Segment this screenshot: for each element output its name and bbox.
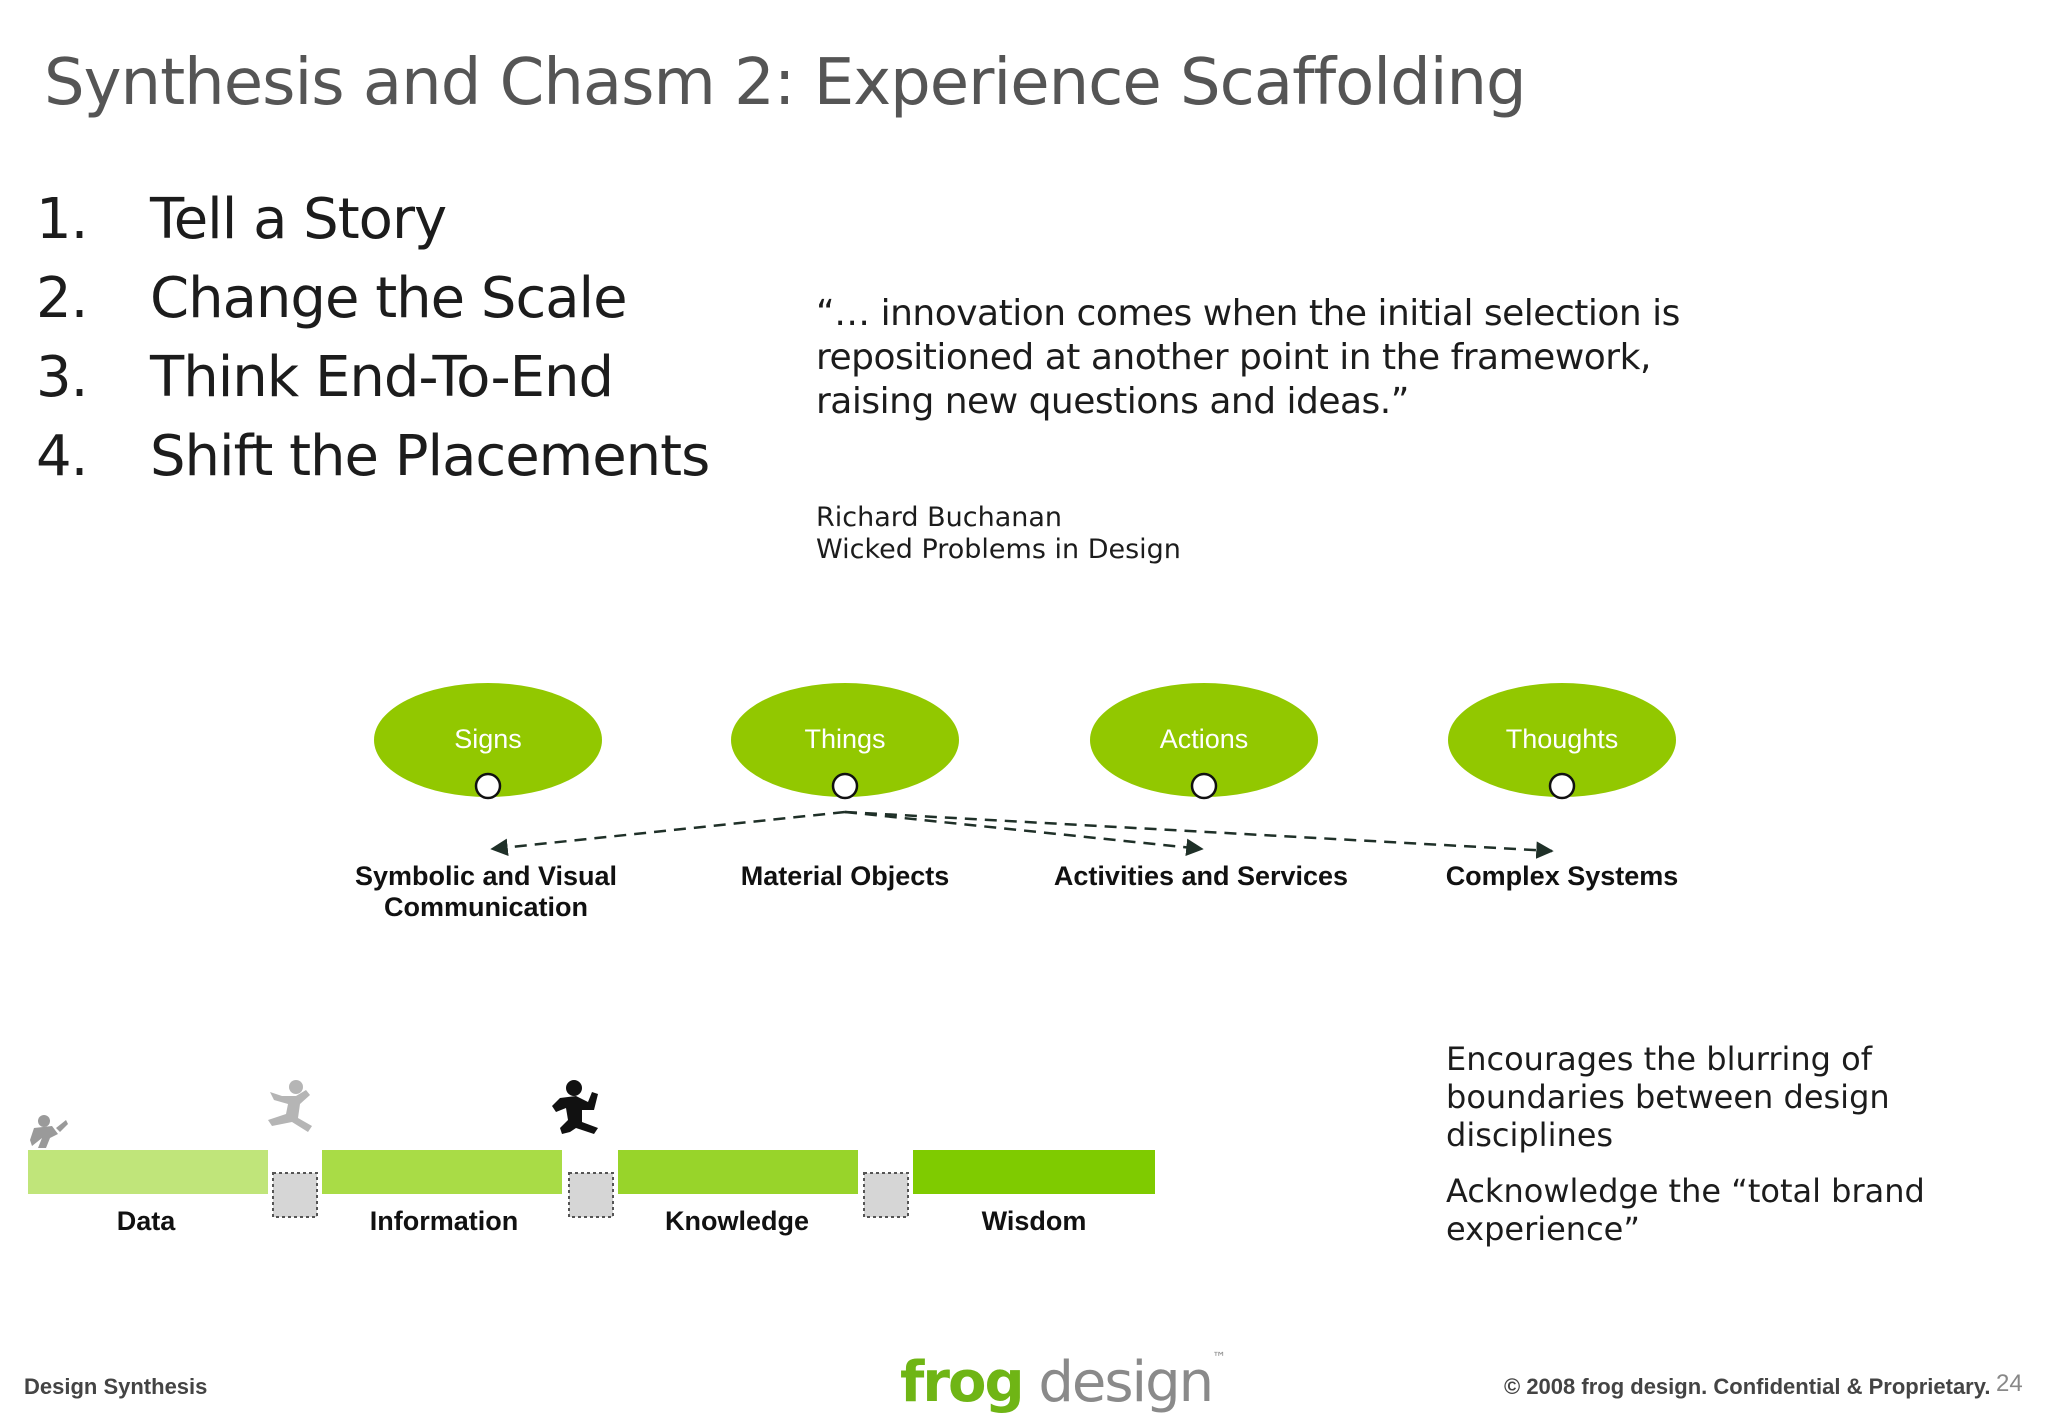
list-item: 3. Think End-To-End <box>36 338 709 417</box>
list-text: Change the Scale <box>150 266 628 331</box>
dikw-bars: Data Information Knowledge Wisdom <box>28 1150 1155 1236</box>
stage-label-information: Information <box>370 1206 519 1236</box>
principles-list: 1. Tell a Story 2. Change the Scale 3. Thin… <box>36 180 710 496</box>
footer-section-name: Design Synthesis <box>24 1374 208 1399</box>
oval-label: Actions <box>1160 724 1249 754</box>
list-item: 4. Shift the Placements <box>36 417 710 496</box>
stage-label-knowledge: Knowledge <box>665 1206 809 1236</box>
logo-frog: frog <box>900 1350 1025 1415</box>
list-text: Tell a Story <box>150 187 447 252</box>
bar-wisdom <box>913 1150 1155 1194</box>
crouching-figure-icon <box>30 1115 68 1148</box>
side-notes: Encourages the blurring of boundaries be… <box>1446 1040 1946 1266</box>
list-number: 3. <box>36 345 88 410</box>
bar-knowledge <box>618 1150 858 1194</box>
oval-label: Things <box>804 724 885 754</box>
frog-design-logo: frog design™ <box>900 1350 1226 1415</box>
jumping-figure-icon <box>268 1080 312 1132</box>
oval-signs: Signs <box>374 683 602 800</box>
list-text: Think End-To-End <box>150 345 614 410</box>
oval-label: Thoughts <box>1506 724 1619 754</box>
list-number: 2. <box>36 266 88 331</box>
quote-text: “… innovation comes when the initial sel… <box>816 293 1680 422</box>
chasm-box <box>568 1172 614 1218</box>
list-item: 1. Tell a Story <box>36 180 709 259</box>
connector-node <box>1190 772 1218 800</box>
chasm-box <box>863 1172 909 1218</box>
arrow-to-signs <box>490 810 846 857</box>
note-item: Acknowledge the “total brand experience” <box>1446 1172 1925 1248</box>
oval-actions: Actions <box>1090 683 1318 800</box>
category-label-things: Material Objects <box>741 861 950 891</box>
oval-thoughts: Thoughts <box>1448 683 1676 800</box>
page-title: Synthesis and Chasm 2: Experience Scaffo… <box>44 46 1527 120</box>
stage-label-data: Data <box>117 1206 177 1236</box>
connector-node <box>474 772 502 800</box>
oval-label: Signs <box>454 724 522 754</box>
connector-node <box>1548 772 1576 800</box>
stage-label-wisdom: Wisdom <box>982 1206 1087 1236</box>
chasm-box <box>272 1172 318 1218</box>
logo-design: design <box>1038 1350 1214 1415</box>
bar-data <box>28 1150 268 1194</box>
arrow-to-actions <box>844 810 1204 857</box>
list-item: 2. Change the Scale <box>36 259 709 338</box>
category-label-signs: Symbolic and Visual <box>355 861 617 891</box>
quote-attribution: Richard Buchanan Wicked Problems in Desi… <box>816 502 1181 566</box>
category-label-thoughts: Complex Systems <box>1446 861 1679 891</box>
leaping-figure-icon <box>552 1080 598 1134</box>
connector-node <box>831 772 859 800</box>
bar-information <box>322 1150 562 1194</box>
quote-author: Richard Buchanan <box>816 502 1063 533</box>
quote-source: Wicked Problems in Design <box>816 534 1181 565</box>
category-label-actions: Activities and Services <box>1054 861 1348 891</box>
list-text: Shift the Placements <box>150 424 710 489</box>
placement-arrows <box>490 810 1554 859</box>
arrow-to-thoughts <box>844 810 1554 859</box>
page-number: 24 <box>1996 1370 2023 1397</box>
list-number: 1. <box>36 187 88 252</box>
oval-things: Things <box>731 683 959 800</box>
footer-copyright: © 2008 frog design. Confidential & Propr… <box>1504 1374 1991 1399</box>
note-item: Encourages the blurring of boundaries be… <box>1446 1040 1890 1154</box>
category-label-signs-line2: Communication <box>384 892 588 922</box>
list-number: 4. <box>36 424 88 489</box>
